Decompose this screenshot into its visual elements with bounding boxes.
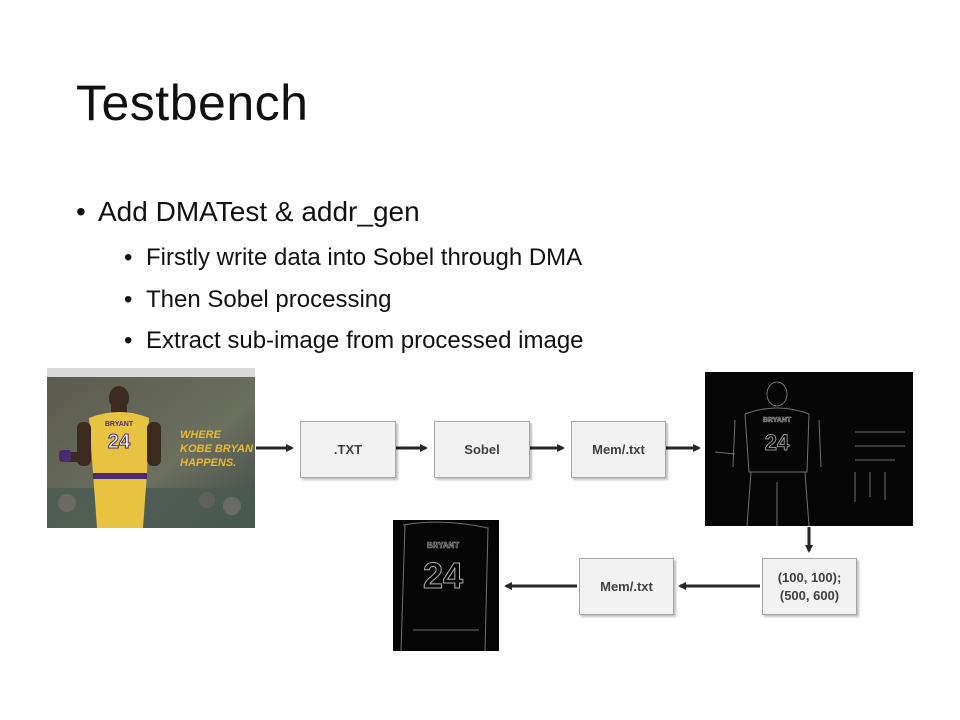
mem-box-2-label: Mem/.txt	[600, 578, 653, 594]
bullet-dot: •	[124, 327, 133, 354]
slogan-line-1: WHERE	[180, 429, 222, 441]
sub-image-graphic: BRYANT 24	[393, 520, 499, 651]
txt-box: .TXT	[300, 421, 396, 478]
sub-jersey-name: BRYANT	[427, 541, 459, 550]
sub-jersey-number: 24	[423, 555, 463, 596]
bullet-dot: •	[76, 196, 86, 227]
sobel-output-image: BRYANT 24	[705, 372, 913, 526]
sobel-box: Sobel	[434, 421, 530, 478]
txt-box-label: .TXT	[333, 441, 363, 457]
sub-bullet-text: Extract sub-image from processed image	[146, 327, 584, 354]
sub-image: BRYANT 24	[393, 520, 499, 651]
mem-box-1-label: Mem/.txt	[592, 441, 645, 457]
sub-bullet-text: Then Sobel processing	[146, 286, 392, 313]
bullet-main-text: Add DMATest & addr_gen	[98, 196, 420, 227]
source-image-graphic: BRYANT 24 WHERE KOBE BRYAN HAPPENS.	[47, 368, 255, 528]
source-image: BRYANT 24 WHERE KOBE BRYAN HAPPENS.	[47, 368, 255, 528]
bullet-main: • Add DMATest & addr_gen	[76, 196, 420, 228]
sobel-jersey-name: BRYANT	[763, 417, 792, 424]
slogan-line-2: KOBE BRYAN	[180, 443, 254, 455]
sobel-jersey-number: 24	[765, 430, 790, 455]
sub-bullet-2: • Then Sobel processing	[124, 286, 391, 314]
coords-box-label: (100, 100); (500, 600)	[777, 569, 842, 603]
sub-bullet-3: • Extract sub-image from processed image	[124, 327, 584, 355]
sub-bullet-1: • Firstly write data into Sobel through D…	[124, 244, 582, 272]
bullet-dot: •	[124, 244, 133, 271]
mem-box-2: Mem/.txt	[579, 558, 674, 615]
slide-title: Testbench	[76, 75, 309, 131]
sobel-box-label: Sobel	[464, 441, 500, 457]
jersey-name-text: BRYANT	[105, 421, 134, 428]
sobel-output-graphic: BRYANT 24	[705, 372, 913, 526]
slogan-line-3: HAPPENS.	[180, 457, 236, 469]
mem-box-1: Mem/.txt	[571, 421, 666, 478]
bullet-dot: •	[124, 286, 133, 313]
jersey-number-text: 24	[108, 431, 131, 453]
sub-bullet-text: Firstly write data into Sobel through DM…	[146, 244, 583, 271]
coords-box: (100, 100); (500, 600)	[762, 558, 857, 615]
